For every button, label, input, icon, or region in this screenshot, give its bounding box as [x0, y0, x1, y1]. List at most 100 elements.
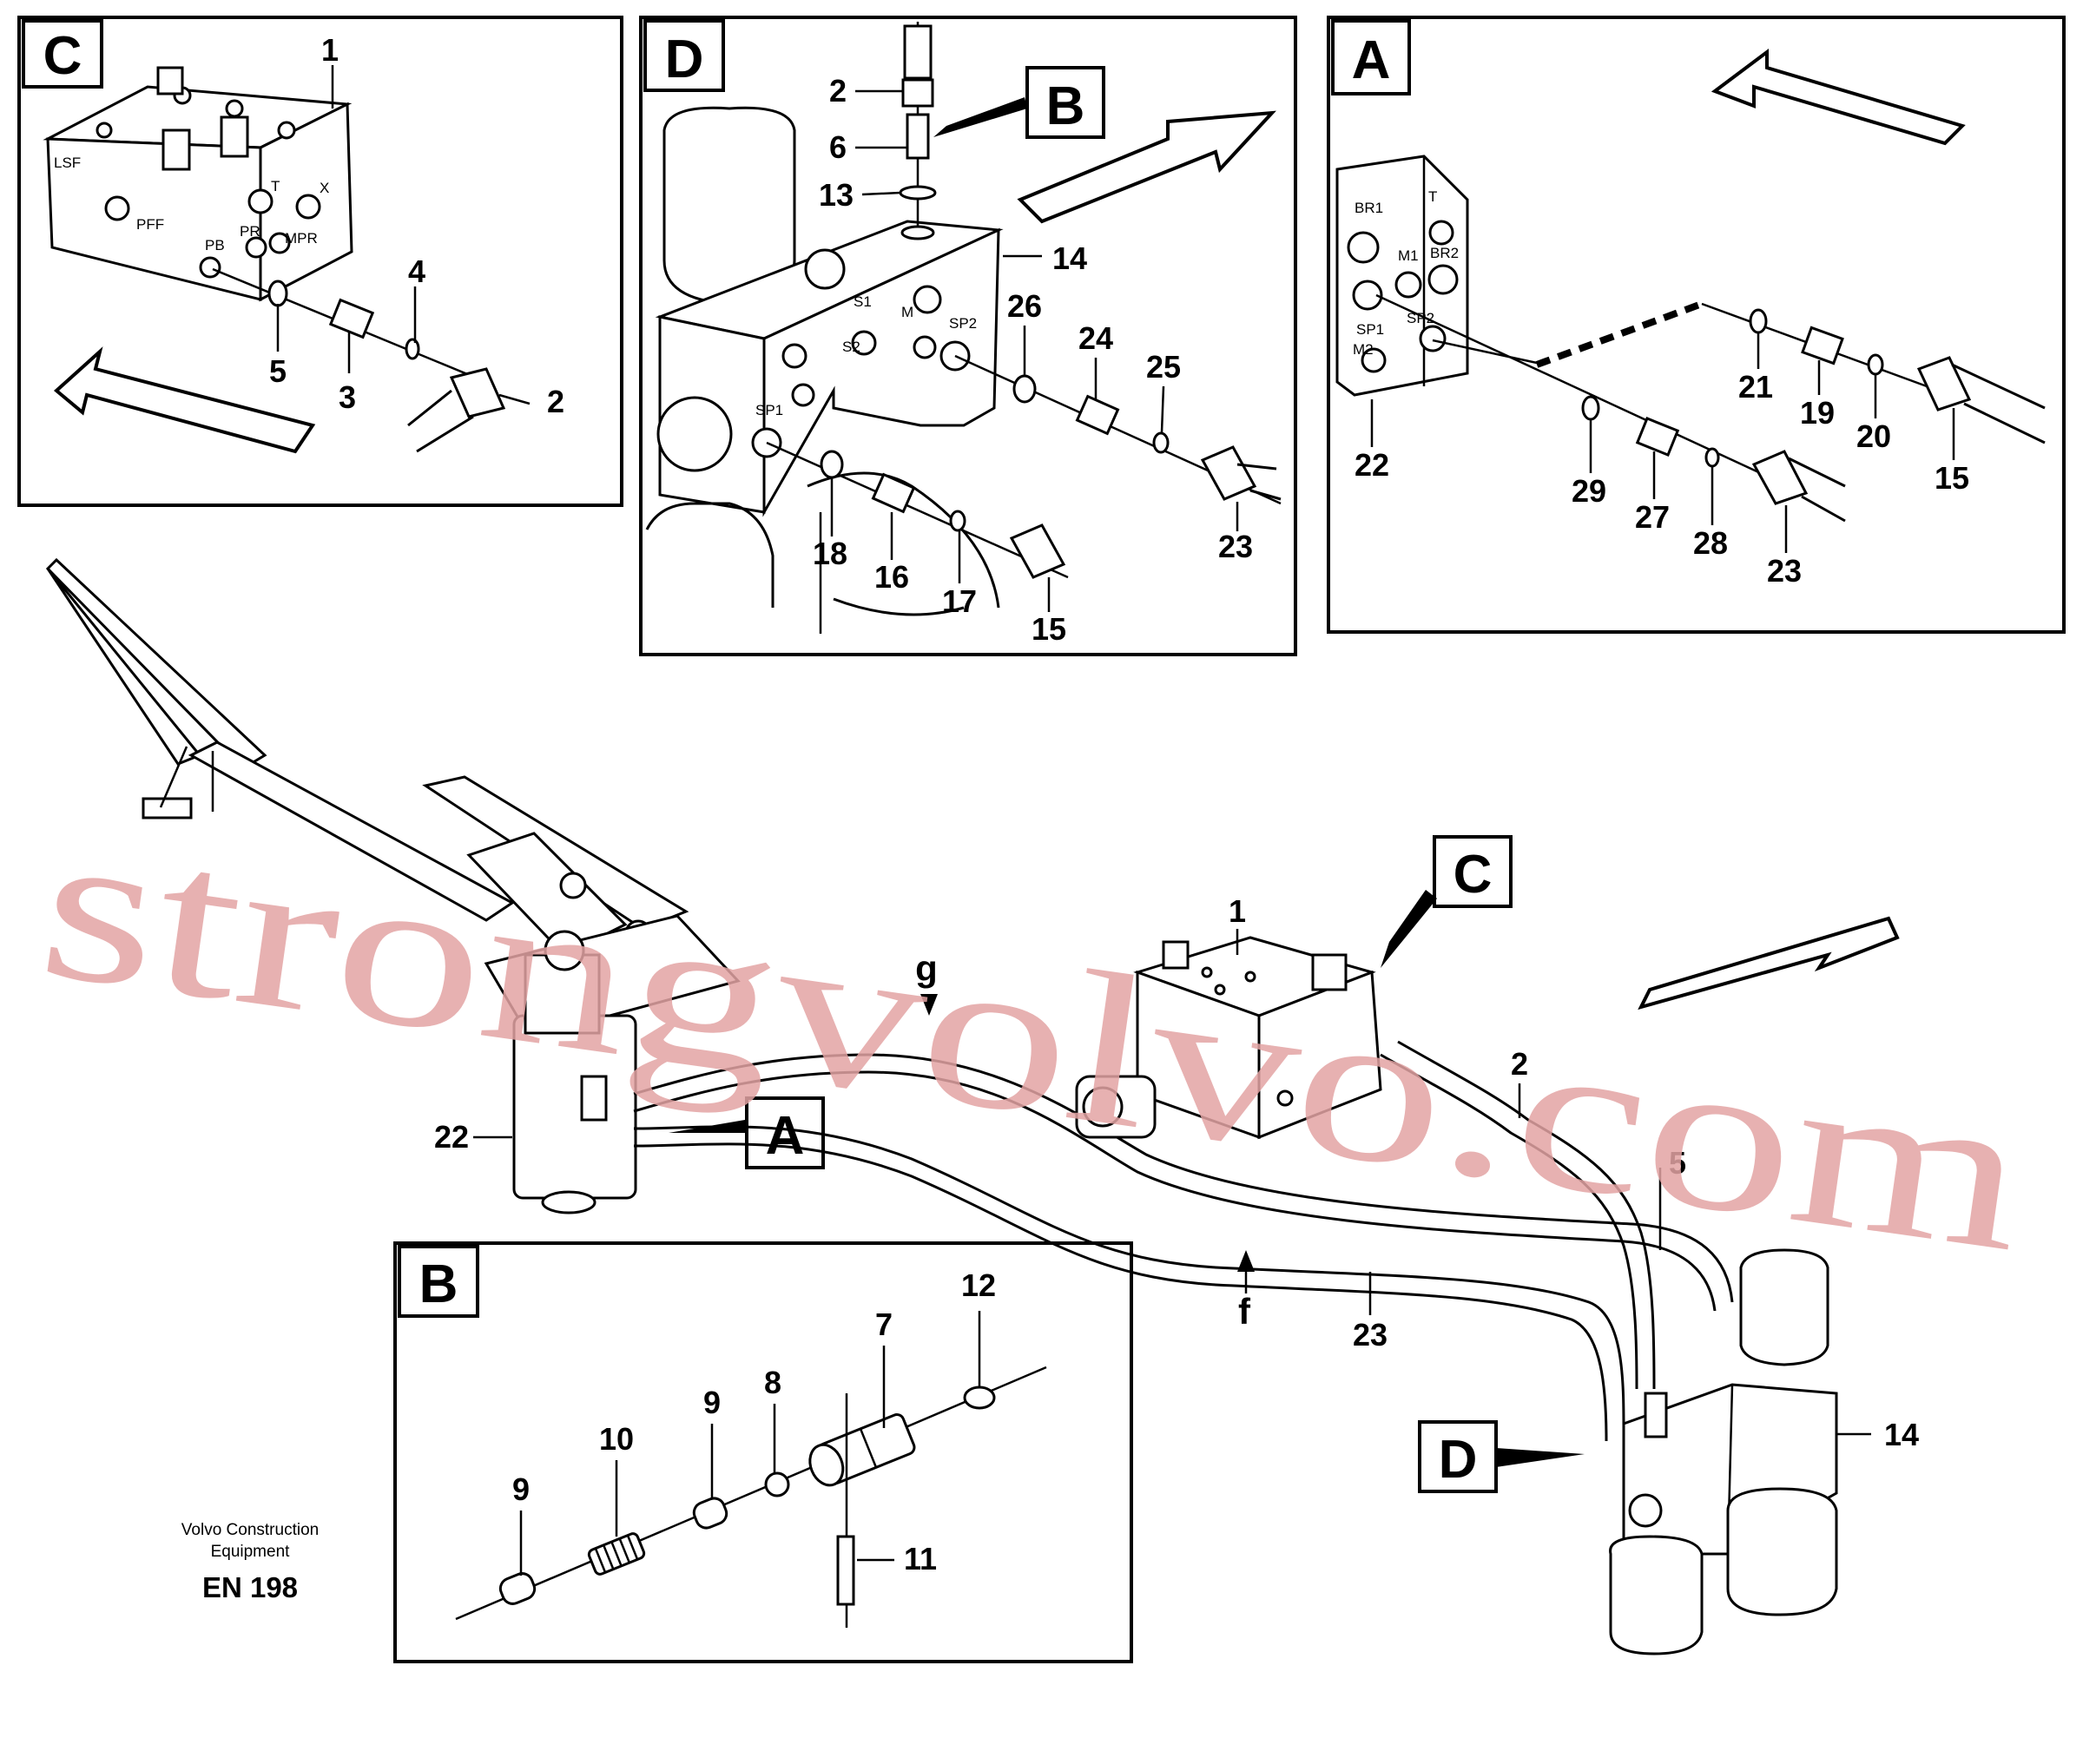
- callout-b-letter: B: [1046, 76, 1085, 136]
- label-15: 15: [1032, 611, 1066, 647]
- oring-20: [1867, 353, 1884, 376]
- nipple-6: [906, 113, 930, 160]
- panel-a-letter: A: [1352, 30, 1391, 90]
- port-m: M: [901, 304, 913, 320]
- watermark: strongvolvo.com: [28, 781, 2039, 1297]
- label-6: 6: [829, 129, 847, 165]
- nipple-27: [1635, 417, 1680, 457]
- poppet-9-left: [498, 1572, 537, 1605]
- label-27: 27: [1635, 499, 1670, 535]
- port-sp1: SP1: [1356, 321, 1384, 338]
- oring-13: [899, 185, 937, 201]
- label-19: 19: [1800, 395, 1835, 431]
- hose-2-c: [449, 367, 506, 418]
- label-4: 4: [408, 253, 425, 289]
- hose-2: [1397, 1040, 1656, 1390]
- nipple-24: [1075, 394, 1120, 436]
- panel-c-tag: [22, 19, 103, 89]
- label-13: 13: [819, 177, 854, 213]
- port-t: T: [271, 178, 280, 194]
- port-sp2: SP2: [1407, 310, 1434, 326]
- label-2: 2: [1511, 1046, 1528, 1082]
- port-s2: S2: [842, 339, 860, 355]
- footer-company-line1: Volvo Construction: [181, 1521, 319, 1539]
- port-s1: S1: [854, 293, 872, 310]
- label-1: 1: [321, 32, 339, 68]
- label-29: 29: [1572, 473, 1606, 509]
- label-16: 16: [874, 559, 909, 595]
- direction-arrow-d: [1017, 110, 1276, 224]
- label-5: 5: [269, 353, 287, 389]
- arrow-g: [920, 994, 938, 1016]
- label-23: 23: [1218, 529, 1253, 564]
- footer-code: EN 198: [202, 1571, 298, 1603]
- label-12: 12: [961, 1267, 996, 1303]
- valve-body-7: [808, 1413, 916, 1487]
- pedal-arm: [45, 557, 267, 770]
- direction-arrow-main: [1638, 916, 1900, 1010]
- callout-c-letter: C: [1453, 845, 1493, 905]
- panel-d-letter: D: [665, 30, 704, 89]
- washer-5: [267, 280, 288, 307]
- main-assembly: C A D 1 g 2 5 22 f 23 14: [45, 557, 1919, 1655]
- panel-c: C LSF PFF T X PB PR MPR: [17, 16, 623, 507]
- label-9: 9: [512, 1471, 530, 1507]
- accumulator-assembly-14: [1609, 1248, 1838, 1655]
- port-br2: BR2: [1430, 245, 1459, 261]
- callout-d-letter: D: [1439, 1430, 1478, 1490]
- label-18: 18: [813, 536, 847, 571]
- port-lsf: LSF: [54, 155, 81, 171]
- label-22: 22: [1355, 447, 1389, 483]
- port-sp1: SP1: [755, 402, 783, 418]
- port-pff: PFF: [136, 216, 164, 233]
- oring-29: [1581, 395, 1600, 421]
- label-22: 22: [434, 1119, 469, 1155]
- poppet-9-right: [692, 1497, 728, 1530]
- port-mpr: MPR: [285, 230, 318, 247]
- footer: Volvo Construction Equipment EN 198: [181, 1521, 319, 1603]
- footer-company-line2: Equipment: [211, 1543, 291, 1561]
- label-21: 21: [1738, 369, 1773, 405]
- panel-d-tag: [643, 19, 725, 92]
- label-26: 26: [1007, 288, 1042, 324]
- label-25: 25: [1146, 349, 1181, 385]
- panel-a: A BR1 T M1 BR2 SP1 SP2 M2: [1327, 16, 2066, 634]
- accumulator-upper: [662, 106, 796, 306]
- panel-a-tag: [1331, 19, 1411, 95]
- direction-arrow-c: [53, 346, 316, 454]
- label-28: 28: [1693, 525, 1728, 561]
- label-14: 14: [1052, 240, 1087, 276]
- label-15: 15: [1935, 460, 1969, 496]
- label-23: 23: [1353, 1317, 1388, 1353]
- label-f: f: [1238, 1291, 1251, 1332]
- label-1: 1: [1229, 893, 1246, 929]
- port-pb: PB: [205, 237, 225, 253]
- label-14: 14: [1884, 1417, 1919, 1452]
- ball-8: [764, 1471, 790, 1497]
- oring-12: [963, 1386, 996, 1410]
- oring-17: [949, 510, 966, 532]
- valve-block-1: [1075, 936, 1382, 1140]
- label-7: 7: [875, 1307, 893, 1342]
- oring-28: [1704, 447, 1720, 468]
- panel-d: D S2 S1 M SP2 SP1: [639, 16, 1297, 656]
- panel-b: B 12 7 9 8 10 9 1: [393, 1241, 1133, 1663]
- label-g: g: [915, 948, 938, 989]
- nipple-3: [328, 298, 375, 339]
- nipple-19: [1801, 326, 1844, 365]
- washer-18: [820, 450, 844, 479]
- label-20: 20: [1856, 418, 1891, 454]
- label-17: 17: [942, 583, 977, 619]
- oring-4: [405, 338, 420, 360]
- panel-b-letter: B: [419, 1254, 458, 1314]
- port-pr: PR: [240, 223, 260, 240]
- panel-c-letter: C: [43, 26, 82, 86]
- label-3: 3: [339, 379, 356, 415]
- label-2: 2: [547, 384, 564, 419]
- nipple-16: [871, 472, 916, 514]
- arrow-f: [1237, 1250, 1255, 1272]
- callout-c-box: [1433, 835, 1513, 908]
- port-t: T: [1428, 188, 1437, 205]
- pin-11: [836, 1535, 855, 1606]
